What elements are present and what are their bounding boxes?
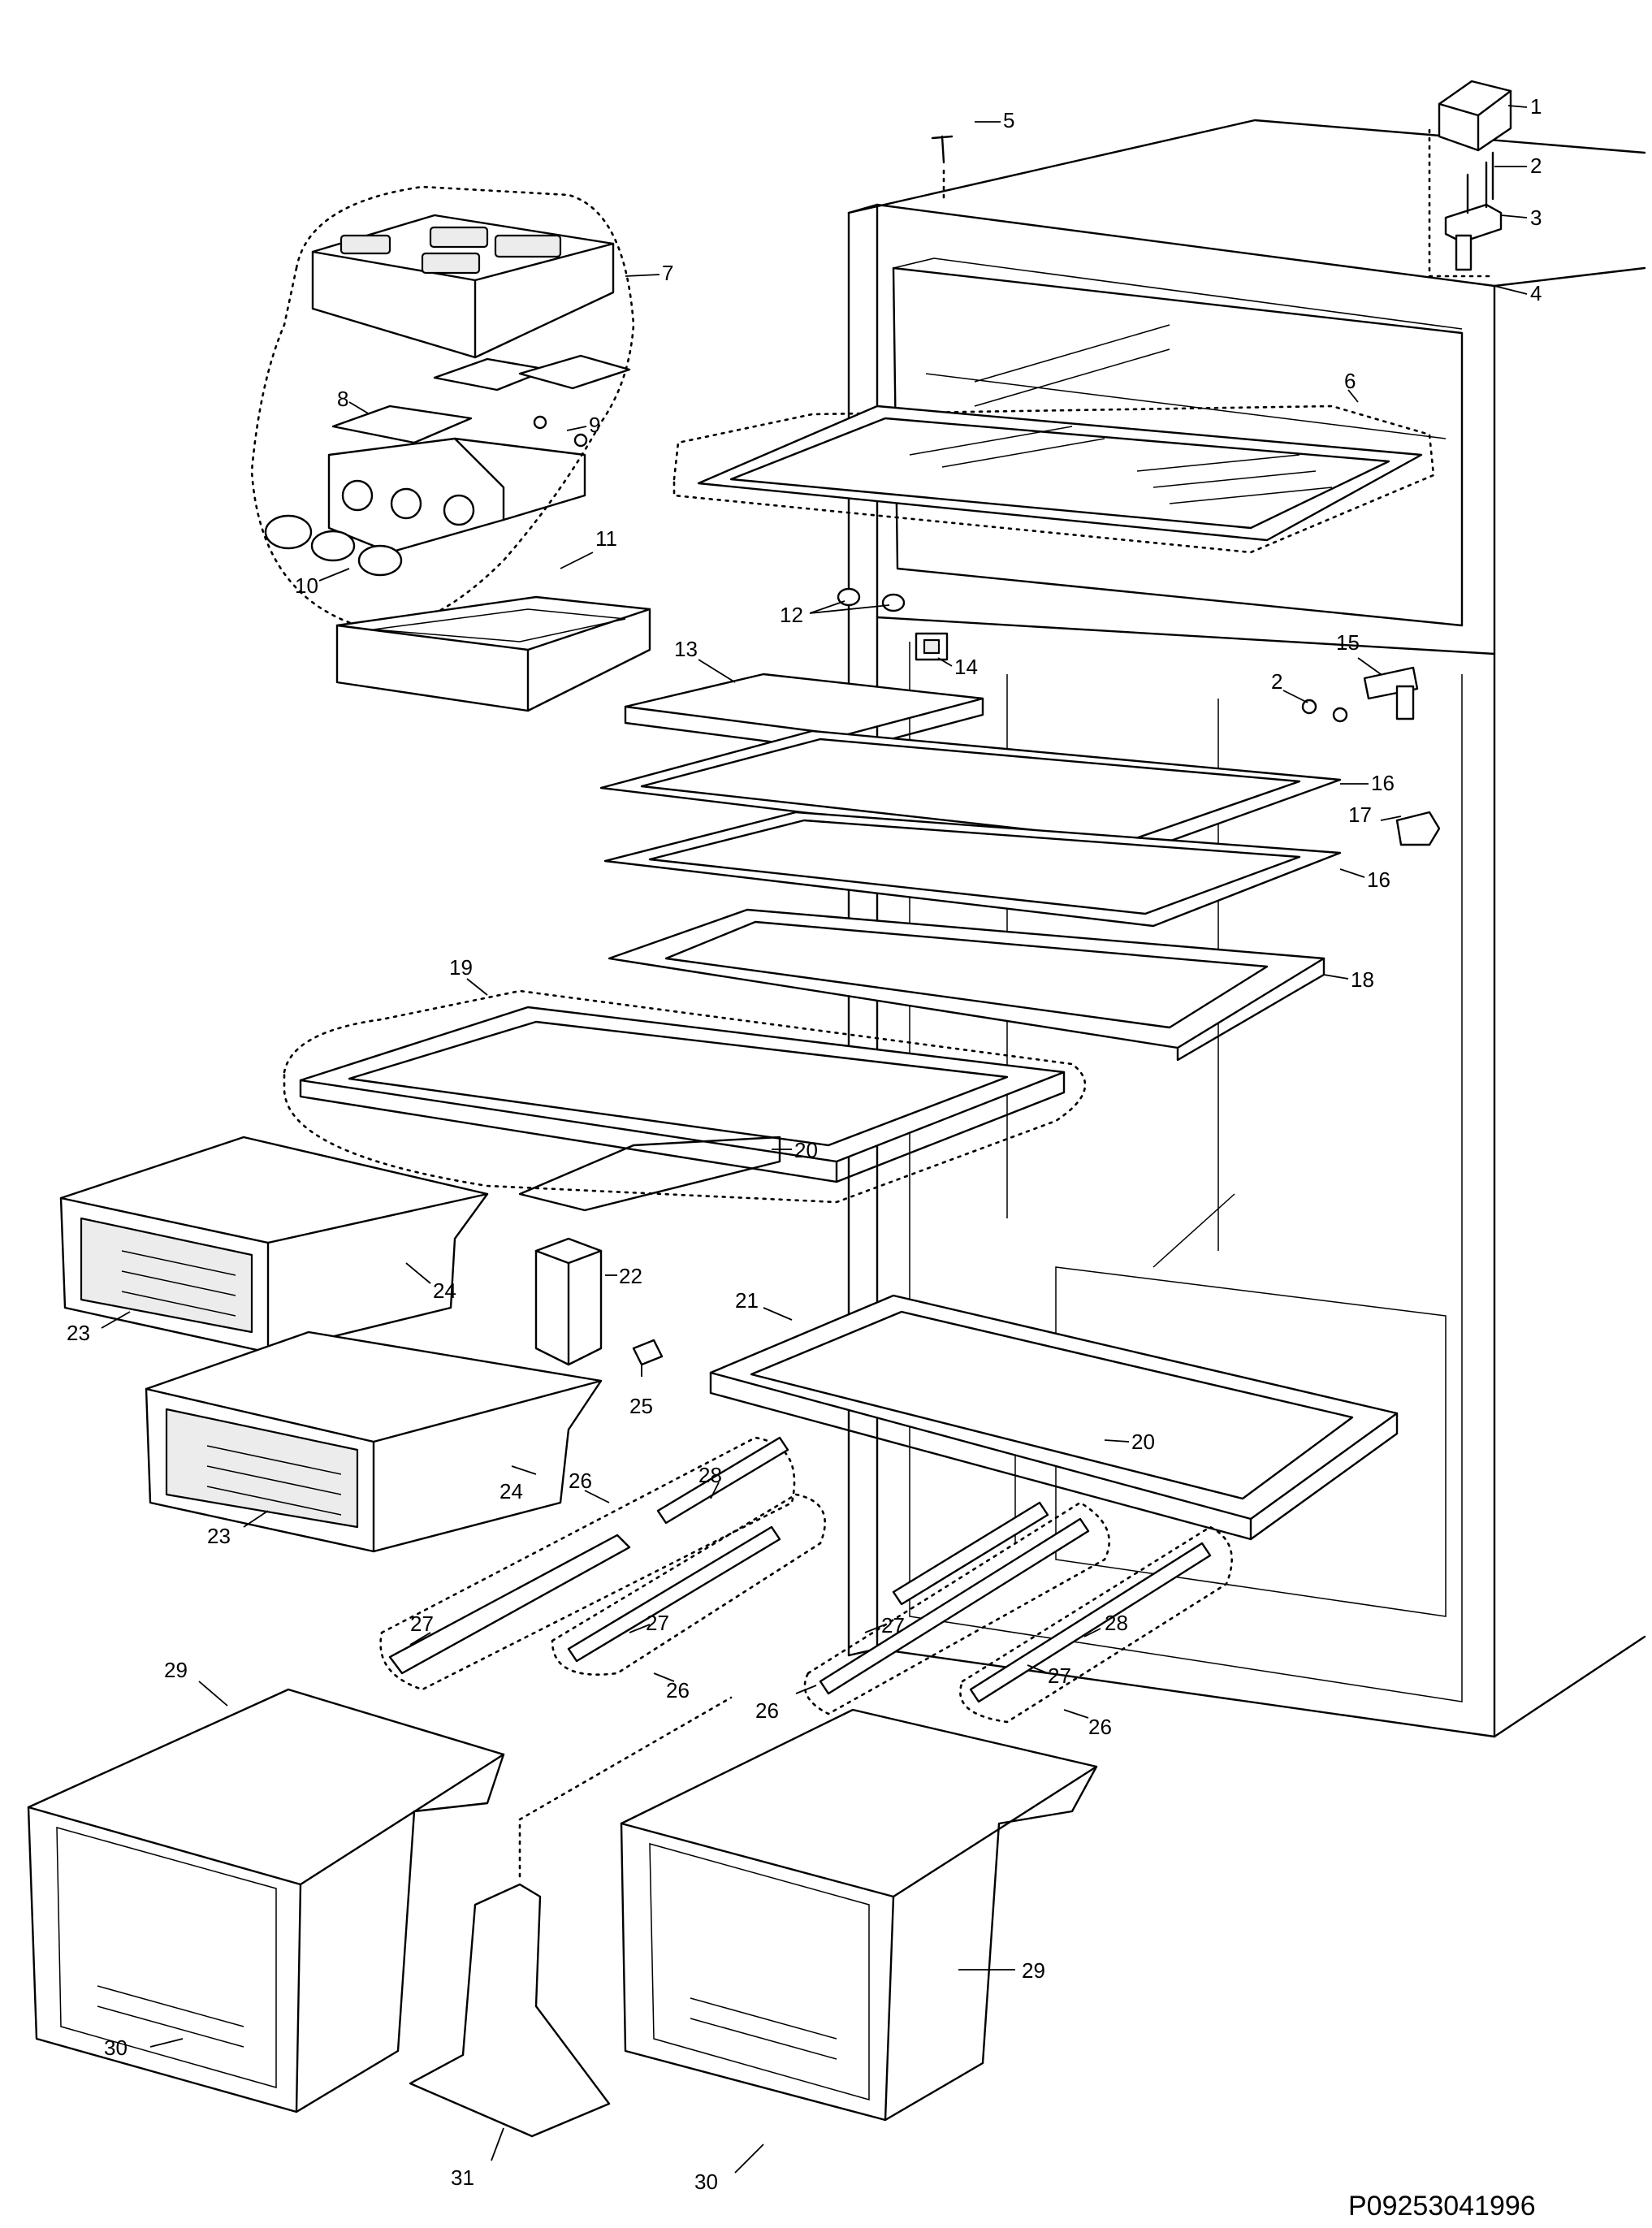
callout-label: 15: [1336, 630, 1360, 655]
callout-label: 29: [1022, 1958, 1045, 1983]
ice-maker-assembly: [250, 185, 651, 712]
callout-label: 30: [694, 2170, 718, 2194]
callout-label: 16: [1367, 867, 1390, 892]
callout-label: 27: [646, 1611, 669, 1635]
callout-label: 7: [662, 261, 673, 285]
callout-label: 1: [1530, 94, 1542, 119]
callout-label: 23: [207, 1524, 231, 1548]
callout-label: 8: [337, 387, 348, 411]
callout-label: 26: [666, 1678, 690, 1702]
callout-label: 28: [1105, 1611, 1128, 1635]
callout-label: 3: [1530, 205, 1542, 230]
callout-label: 20: [1131, 1430, 1155, 1454]
callout-label: 24: [499, 1479, 523, 1503]
callout-label: 21: [735, 1288, 759, 1313]
callout-label: 5: [1003, 108, 1014, 132]
callout-label: 26: [569, 1469, 592, 1493]
callout-label: 18: [1351, 967, 1374, 992]
callout-label: 2: [1530, 154, 1542, 178]
callout-label: 11: [595, 526, 617, 551]
screw-5: [931, 135, 954, 205]
callout-label: 17: [1348, 803, 1372, 827]
slide-rails: [379, 1436, 1233, 1724]
top-hinge: [1428, 80, 1512, 278]
callout-label: 25: [629, 1394, 653, 1418]
callout-label: 19: [449, 955, 473, 980]
drawer-frame: [709, 1294, 1399, 1541]
callout-label: 20: [794, 1138, 818, 1162]
callout-label: 9: [589, 413, 600, 437]
callout-label: 30: [104, 2035, 128, 2060]
upper-crispers: [59, 1136, 603, 1553]
callout-label: 26: [1088, 1715, 1112, 1739]
leader-lines: [101, 105, 1528, 2174]
callout-label: 24: [433, 1278, 456, 1303]
small-fittings: [837, 587, 1441, 846]
callout-label: 2: [1271, 669, 1282, 694]
filter-and-clip: [534, 1237, 664, 1366]
callout-label: 26: [755, 1698, 779, 1723]
callout-label: 6: [1344, 369, 1356, 393]
callout-label: 27: [881, 1613, 905, 1637]
callout-label: 27: [1048, 1663, 1071, 1688]
callout-label: 22: [619, 1264, 642, 1288]
callout-label: 29: [164, 1658, 188, 1682]
glass-shelf-assembly: [283, 989, 1087, 1212]
callout-label: 31: [451, 2165, 474, 2190]
callout-label: 14: [954, 655, 978, 679]
callout-label: 16: [1371, 771, 1395, 795]
callout-label: 28: [698, 1463, 722, 1487]
callout-label: 13: [674, 637, 698, 661]
callout-label: 4: [1530, 281, 1542, 305]
freezer-shelf: [672, 405, 1435, 554]
callout-label: 10: [295, 573, 318, 598]
drawing-code: P09253041996: [1348, 2191, 1536, 2222]
callout-label: 27: [410, 1612, 434, 1636]
callout-label: 23: [67, 1321, 90, 1345]
callout-labels: 1 2 3 4 5 6 7 8 9 10 11 12 13 14 15 2 16…: [67, 94, 1542, 2194]
fridge-shelves: [599, 673, 1342, 1062]
lower-crispers: [27, 1688, 1098, 2138]
callout-label: 12: [780, 603, 803, 627]
